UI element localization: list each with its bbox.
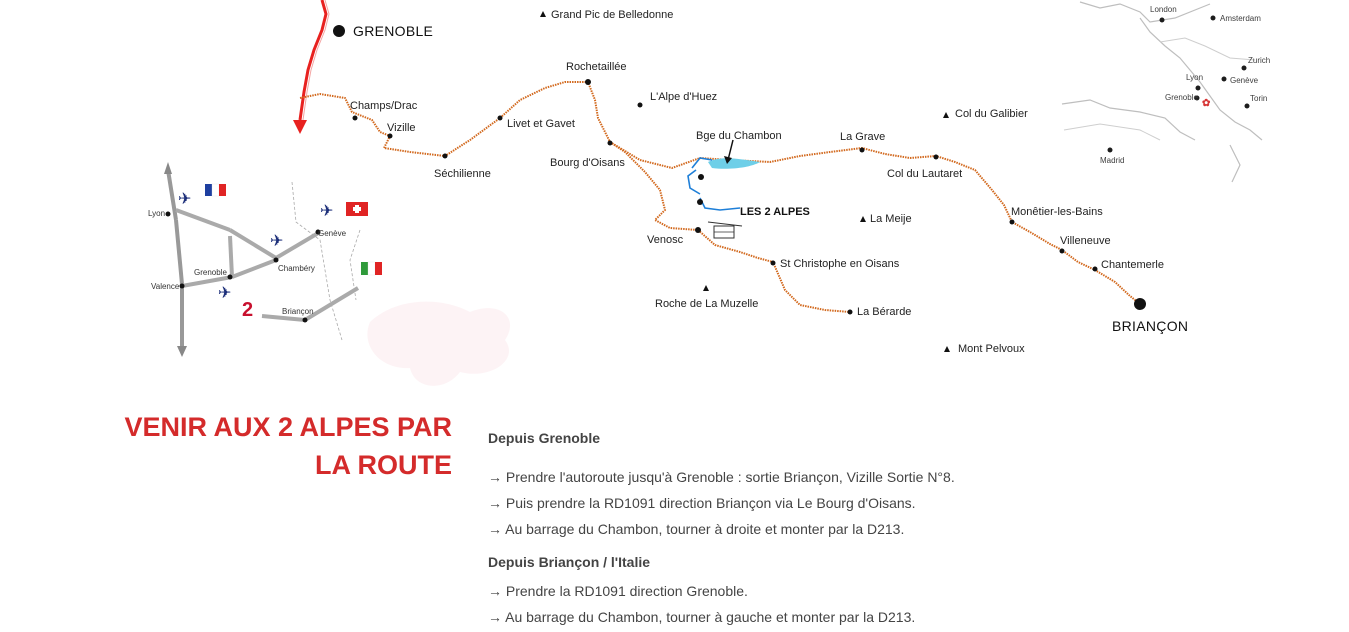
step-grenoble-1: → Prendre l'autoroute jusqu'à Grenoble :…: [488, 469, 955, 485]
europe-inset: London Amsterdam Zurich Lyon Genève Gren…: [1061, 1, 1270, 183]
inset-les2alpes-marker-icon: ✿: [1202, 98, 1211, 109]
airplane-chambery-icon: ✈: [270, 231, 283, 250]
grenoble-dot: [333, 25, 345, 37]
directions-content: Depuis Grenoble → Prendre l'autoroute ju…: [488, 430, 1308, 630]
title-line-2: LA ROUTE: [315, 450, 452, 480]
region-grenoble: Grenoble: [194, 268, 227, 277]
place-bge-chambon: Bge du Chambon: [696, 130, 782, 142]
main-route: [299, 81, 699, 231]
region-valence: Valence: [151, 282, 180, 291]
peak-grand-pic-icon: [540, 11, 546, 17]
peak-meije-icon: [860, 216, 866, 222]
inset-zurich: Zurich: [1248, 56, 1270, 65]
inset-amsterdam: Amsterdam: [1220, 14, 1261, 23]
airplane-lyon-icon: ✈: [178, 189, 191, 208]
place-la-berarde: La Bérarde: [857, 306, 911, 318]
step-briancon-1: → Prendre la RD1091 direction Grenoble.: [488, 583, 748, 599]
place-les-2-alpes: LES 2 ALPES: [740, 206, 810, 218]
route-map: GRENOBLE Grand Pic de Belledonne Rocheta…: [148, 0, 1270, 386]
flag-switzerland-icon: [346, 202, 368, 216]
place-grenoble: GRENOBLE: [353, 23, 433, 39]
place-la-meije: La Meije: [870, 213, 912, 225]
airplane-grenoble-icon: ✈: [218, 283, 231, 302]
place-roche-muzelle: Roche de La Muzelle: [655, 298, 758, 310]
arrival-arrow-outline: [302, 0, 330, 121]
place-mont-pelvoux: Mont Pelvoux: [958, 343, 1025, 355]
place-rochetaillee: Rochetaillée: [566, 61, 627, 73]
river-2alpes: [699, 197, 741, 211]
inset-madrid: Madrid: [1100, 156, 1124, 165]
place-sechilienne: Séchilienne: [434, 168, 491, 180]
place-alpe-huez: L'Alpe d'Huez: [650, 91, 717, 103]
inset-torin: Torin: [1250, 94, 1267, 103]
place-col-galibier: Col du Galibier: [955, 108, 1028, 120]
region-geneve: Genève: [318, 229, 347, 238]
section-title: VENIR AUX 2 ALPES PAR LA ROUTE: [100, 408, 452, 484]
place-st-christophe: St Christophe en Oisans: [780, 258, 900, 270]
step-briancon-2: → Au barrage du Chambon, tourner à gauch…: [488, 609, 916, 625]
place-livet-gavet: Livet et Gavet: [507, 118, 575, 130]
flag-italy-icon: [361, 261, 382, 276]
peak-pelvoux-icon: [944, 346, 950, 352]
place-champs-drac: Champs/Drac: [350, 100, 418, 112]
place-villeneuve: Villeneuve: [1060, 235, 1111, 247]
place-briancon: BRIANÇON: [1112, 318, 1188, 334]
region-chambery: Chambéry: [278, 264, 315, 273]
region-inset: Lyon Genève Chambéry Grenoble Valence Br…: [148, 162, 511, 386]
decorative-blob: [367, 301, 511, 386]
lake-chambon: [708, 158, 760, 169]
chambon-pointer: [727, 139, 734, 161]
step-grenoble-3: → Au barrage du Chambon, tourner à droit…: [488, 521, 905, 537]
peak-muzelle-icon: [703, 285, 709, 291]
place-col-lautaret: Col du Lautaret: [887, 168, 962, 180]
inset-lyon: Lyon: [1186, 73, 1203, 82]
title-line-1: VENIR AUX 2 ALPES PAR: [124, 412, 452, 442]
heading-from-briancon: Depuis Briançon / l'Italie: [488, 554, 651, 570]
flag-france-icon: [205, 183, 226, 197]
arrival-arrow-head: [293, 120, 307, 134]
place-venosc: Venosc: [647, 234, 684, 246]
place-la-grave: La Grave: [840, 131, 885, 143]
les2alpes-logo-icon: 2: [242, 299, 253, 321]
cable-car-icon: [707, 221, 743, 239]
inset-london: London: [1150, 5, 1177, 14]
inset-grenoble: Grenoble: [1165, 93, 1198, 102]
place-chantemerle: Chantemerle: [1101, 259, 1164, 271]
airplane-geneve-icon: ✈: [320, 201, 333, 220]
river-romanche: [687, 157, 713, 195]
step-grenoble-2: → Puis prendre la RD1091 direction Brian…: [488, 495, 916, 511]
region-briancon: Briançon: [282, 307, 314, 316]
inset-geneve: Genève: [1230, 76, 1259, 85]
place-grand-pic: Grand Pic de Belledonne: [551, 9, 673, 21]
region-lyon: Lyon: [148, 209, 165, 218]
arrival-arrow: [298, 0, 328, 121]
chambon-pointer-head: [724, 156, 732, 164]
place-vizille: Vizille: [387, 122, 416, 134]
place-bourg-oisans: Bourg d'Oisans: [550, 157, 625, 169]
heading-from-grenoble: Depuis Grenoble: [488, 430, 601, 446]
place-monetier: Monêtier-les-Bains: [1011, 206, 1103, 218]
peak-galibier-icon: [943, 112, 949, 118]
